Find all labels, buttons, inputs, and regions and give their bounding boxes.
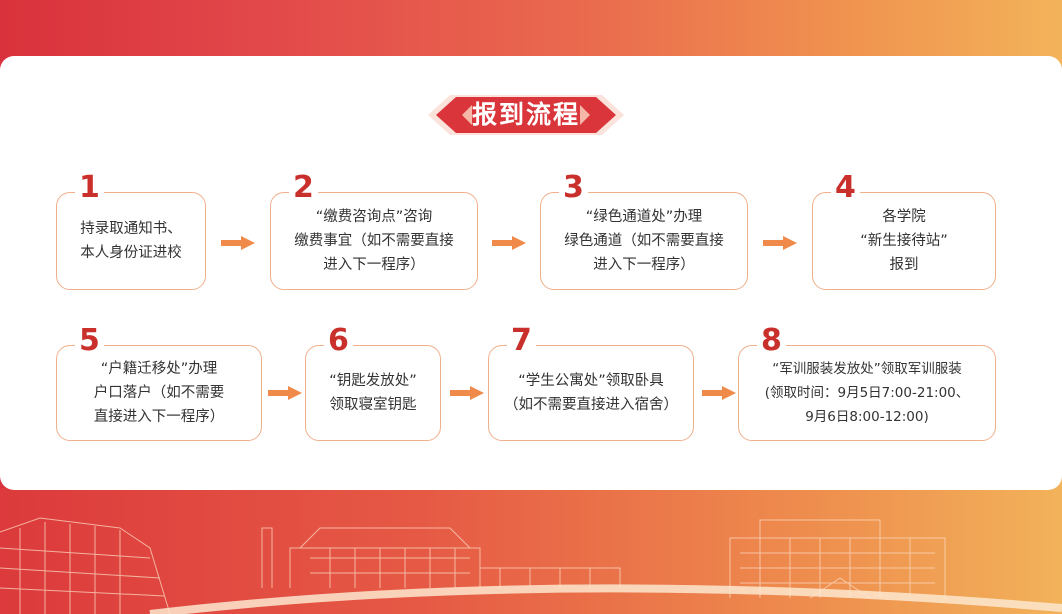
- step-line: 绿色通道（如不需要直接: [564, 233, 724, 249]
- step-line: 持录取通知书、: [80, 221, 182, 237]
- step-description: 持录取通知书、 本人身份证进校: [57, 193, 205, 289]
- step-description: “军训服装发放处”领取军训服装 (领取时间：9月5日7:00-21:00、 9月…: [739, 346, 995, 440]
- step-number: 1: [75, 171, 104, 205]
- step-number: 5: [75, 324, 104, 358]
- banner-shape-icon: [428, 95, 624, 135]
- right-arrow-icon: [221, 236, 255, 250]
- step-line: 领取寝室钥匙: [329, 397, 417, 413]
- step-4: 4 各学院 “新生接待站” 报到: [812, 171, 996, 290]
- step-line: “绿色通道处”办理: [585, 209, 703, 225]
- step-description: 各学院 “新生接待站” 报到: [813, 193, 995, 289]
- step-number: 4: [831, 171, 860, 205]
- step-description: “户籍迁移处”办理 户口落户（如不需要 直接进入下一程序）: [57, 346, 261, 440]
- step-line: “学生公寓处”领取卧具: [518, 373, 664, 389]
- right-arrow-icon: [450, 386, 484, 400]
- page-title: 报到流程: [471, 100, 580, 129]
- step-line: 本人身份证进校: [80, 245, 182, 261]
- right-arrow-icon: [763, 236, 797, 250]
- step-line: 各学院: [882, 209, 926, 225]
- step-number: 2: [289, 171, 318, 205]
- step-line: （如不需要直接进入宿舍）: [504, 397, 678, 413]
- step-number: 3: [559, 171, 588, 205]
- step-3: 3 “绿色通道处”办理 绿色通道（如不需要直接 进入下一程序）: [540, 171, 748, 290]
- step-line: 9月6日8:00-12:00): [805, 409, 929, 425]
- right-arrow-icon: [492, 236, 526, 250]
- title-banner: 报到流程: [428, 93, 624, 137]
- step-line: “缴费咨询点”咨询: [315, 209, 433, 225]
- step-number: 7: [507, 324, 536, 358]
- step-line: 进入下一程序）: [323, 257, 425, 273]
- step-line: (领取时间：9月5日7:00-21:00、: [764, 385, 970, 401]
- step-8: 8 “军训服装发放处”领取军训服装 (领取时间：9月5日7:00-21:00、 …: [738, 324, 996, 441]
- campus-buildings-illustration: [0, 517, 1062, 614]
- step-line: 缴费事宜（如不需要直接: [294, 233, 454, 249]
- step-5: 5 “户籍迁移处”办理 户口落户（如不需要 直接进入下一程序）: [56, 324, 262, 441]
- step-description: “学生公寓处”领取卧具 （如不需要直接进入宿舍）: [489, 346, 693, 440]
- step-line: “户籍迁移处”办理: [100, 361, 218, 377]
- step-6: 6 “钥匙发放处” 领取寝室钥匙: [305, 324, 441, 441]
- step-line: 报到: [889, 257, 919, 273]
- step-line: 直接进入下一程序）: [93, 409, 225, 425]
- step-description: “钥匙发放处” 领取寝室钥匙: [306, 346, 440, 440]
- step-7: 7 “学生公寓处”领取卧具 （如不需要直接进入宿舍）: [488, 324, 694, 441]
- step-line: “钥匙发放处”: [329, 373, 417, 389]
- step-line: 进入下一程序）: [593, 257, 695, 273]
- step-1: 1 持录取通知书、 本人身份证进校: [56, 171, 206, 290]
- step-description: “绿色通道处”办理 绿色通道（如不需要直接 进入下一程序）: [541, 193, 747, 289]
- right-arrow-icon: [268, 386, 302, 400]
- right-arrow-icon: [702, 386, 736, 400]
- step-number: 6: [324, 324, 353, 358]
- step-line: 户口落户（如不需要: [93, 385, 225, 401]
- step-line: “军训服装发放处”领取军训服装: [772, 361, 962, 377]
- step-2: 2 “缴费咨询点”咨询 缴费事宜（如不需要直接 进入下一程序）: [270, 171, 478, 290]
- step-description: “缴费咨询点”咨询 缴费事宜（如不需要直接 进入下一程序）: [271, 193, 477, 289]
- step-number: 8: [757, 324, 786, 358]
- decorative-footer: [0, 488, 1062, 614]
- step-line: “新生接待站”: [860, 233, 948, 249]
